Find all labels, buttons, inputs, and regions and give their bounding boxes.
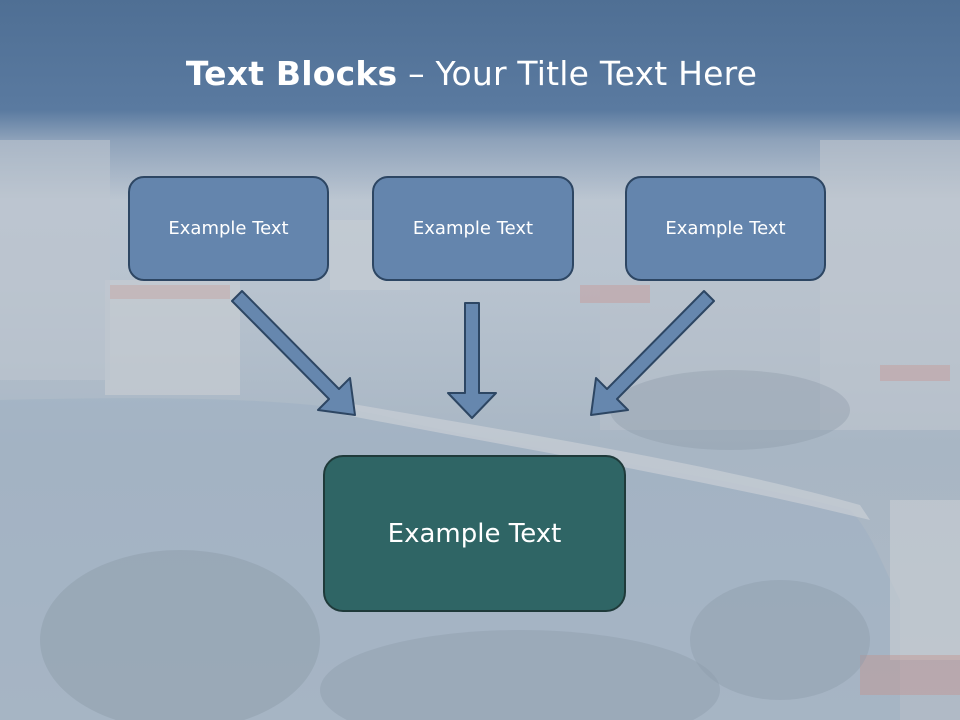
text-block-1-label: Example Text xyxy=(168,218,289,239)
arrow-left xyxy=(231,290,356,416)
target-block[interactable]: Example Text xyxy=(323,455,626,612)
title-bold: Text Blocks xyxy=(185,54,398,93)
text-block-3[interactable]: Example Text xyxy=(625,176,826,281)
text-block-2[interactable]: Example Text xyxy=(372,176,574,281)
arrow-center xyxy=(447,302,497,419)
arrow-right xyxy=(590,290,715,416)
text-block-3-label: Example Text xyxy=(665,218,786,239)
target-block-label: Example Text xyxy=(387,518,562,549)
slide-title: Text Blocks – Your Title Text Here xyxy=(0,54,943,93)
text-block-2-label: Example Text xyxy=(412,218,534,239)
title-rest: – Your Title Text Here xyxy=(397,54,758,93)
text-block-1[interactable]: Example Text xyxy=(128,176,329,281)
